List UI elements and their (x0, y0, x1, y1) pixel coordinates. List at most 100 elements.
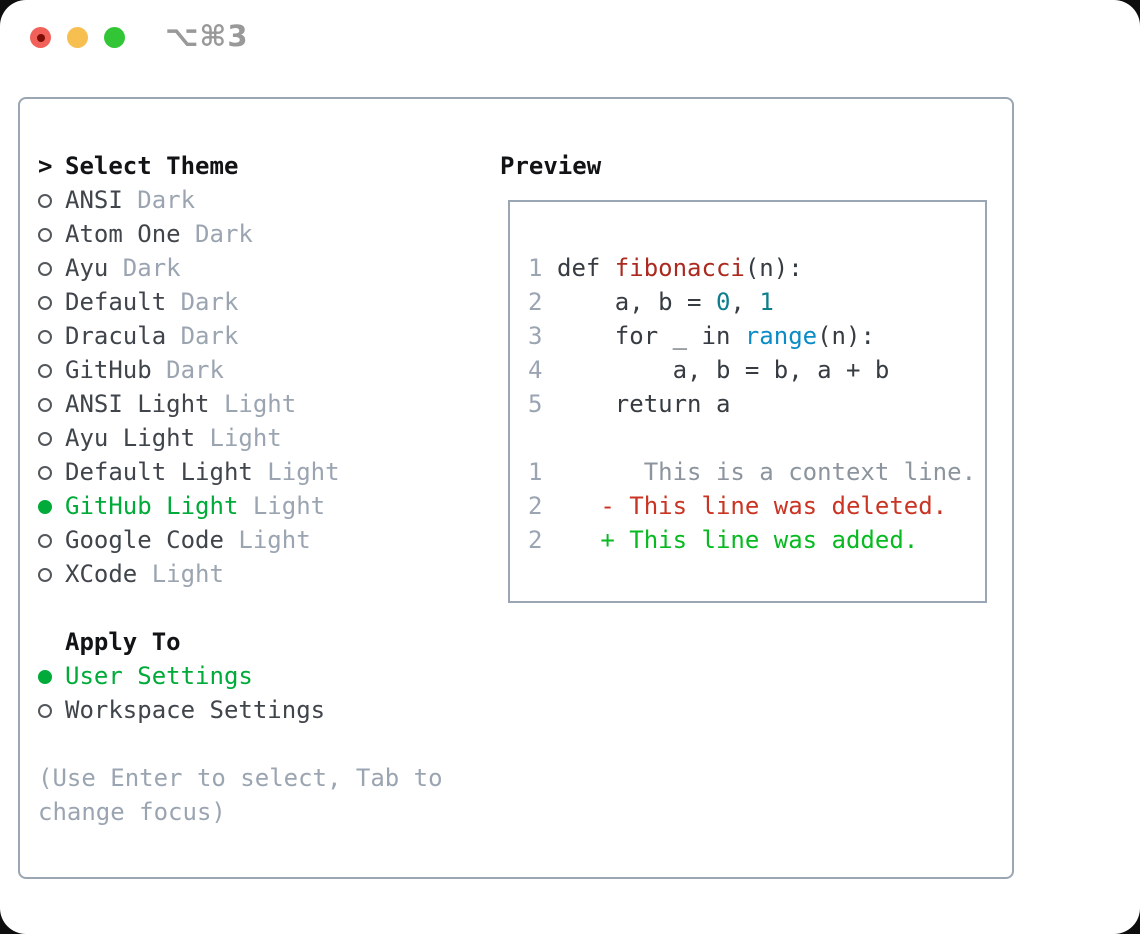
theme-option[interactable]: Google Code Light (38, 523, 443, 557)
code-content: + This line was added. (557, 523, 918, 557)
theme-variant: Light (252, 458, 340, 486)
code-line: 3 for _ in range(n): (528, 319, 985, 353)
lead-cell (38, 625, 65, 659)
radio-icon-cell (38, 319, 65, 353)
code-token-plain: for _ in (557, 322, 745, 350)
theme-option[interactable]: Ayu Dark (38, 251, 443, 285)
help-text-line: change focus) (38, 798, 226, 826)
code-content: def fibonacci(n): (557, 251, 803, 285)
apply-option-name: User Settings (65, 662, 253, 690)
code-content: This is a context line. (557, 455, 976, 489)
theme-option[interactable]: GitHub Dark (38, 353, 443, 387)
radio-icon-cell (38, 183, 65, 217)
theme-variant: Light (223, 526, 311, 554)
minimize-button[interactable] (67, 27, 88, 48)
theme-name: Google Code (65, 526, 224, 554)
theme-option[interactable]: GitHub Light Light (38, 489, 443, 523)
code-line: 5 return a (528, 387, 985, 421)
theme-variant: Dark (151, 356, 224, 384)
radio-icon (38, 295, 52, 310)
theme-variant: Dark (122, 186, 196, 214)
radio-icon (38, 669, 52, 684)
radio-icon (38, 465, 52, 480)
theme-name: ANSI (65, 186, 123, 214)
radio-icon (38, 431, 52, 446)
window-title: ⌥⌘3 (165, 19, 249, 53)
apply-to-heading: Apply To (65, 628, 181, 656)
titlebar: ⌥⌘3 (0, 0, 1140, 74)
apply-option-name: Workspace Settings (65, 696, 326, 724)
code-token-numlit: 0 (715, 288, 731, 316)
theme-name: Atom One (65, 220, 181, 248)
theme-option[interactable]: XCode Light (38, 557, 443, 591)
theme-option[interactable]: Ayu Light Light (38, 421, 443, 455)
code-line: 1 def fibonacci(n): (528, 251, 985, 285)
cursor-icon-cell: > (38, 149, 65, 183)
radio-icon-cell (38, 421, 65, 455)
theme-option[interactable]: Default Light Light (38, 455, 443, 489)
radio-icon-cell (38, 217, 65, 251)
code-token-plain: a, b = b, a + b (557, 356, 890, 384)
line-number: 2 (528, 526, 543, 554)
radio-icon (38, 363, 52, 378)
cursor-icon: > (38, 152, 53, 180)
theme-variant: Dark (166, 288, 239, 316)
radio-icon-cell (38, 285, 65, 319)
theme-variant: Light (195, 424, 282, 452)
theme-option[interactable]: ANSI Dark (38, 183, 443, 217)
line-number: 5 (528, 390, 543, 418)
line-number: 2 (528, 492, 543, 520)
theme-variant: Light (238, 492, 326, 520)
apply-to-option[interactable]: User Settings (38, 659, 443, 693)
spacer (38, 591, 443, 625)
unsaved-dot-icon (36, 33, 45, 42)
radio-icon (38, 193, 52, 208)
radio-icon-cell (38, 387, 65, 421)
theme-name: Dracula (65, 322, 167, 350)
code-line: 4 a, b = b, a + b (528, 353, 985, 387)
theme-variant: Dark (166, 322, 239, 350)
radio-icon (38, 397, 52, 412)
help-text-line: (Use Enter to select, Tab to (38, 764, 443, 792)
theme-name: Ayu Light (65, 424, 196, 452)
line-number: 3 (528, 322, 543, 350)
radio-icon-cell (38, 353, 65, 387)
code-token-plain: def (557, 254, 615, 282)
code-content: a, b = 0, 1 (557, 285, 774, 319)
radio-icon-cell (38, 455, 65, 489)
theme-list-header: > Select Theme (38, 149, 443, 183)
code-token-builtin: range (744, 322, 818, 350)
code-token-plain: a, b = (557, 288, 716, 316)
code-token-context: This is a context line. (557, 458, 977, 486)
code-token-deleted: - This line was deleted. (557, 492, 948, 520)
line-number: 4 (528, 356, 543, 384)
theme-list-heading: Select Theme (65, 152, 239, 180)
radio-icon-cell (38, 489, 65, 523)
theme-option[interactable]: Dracula Dark (38, 319, 443, 353)
zoom-button[interactable] (104, 27, 125, 48)
code-line: 1 This is a context line. (528, 455, 985, 489)
line-number: 1 (528, 254, 543, 282)
radio-icon-cell (38, 523, 65, 557)
apply-to-option[interactable]: Workspace Settings (38, 693, 443, 727)
theme-variant: Light (137, 560, 224, 588)
code-token-numlit: 1 (759, 288, 774, 316)
code-token-plain: (n): (744, 254, 803, 282)
radio-icon (38, 703, 52, 718)
radio-icon (38, 261, 52, 276)
theme-option[interactable]: Default Dark (38, 285, 443, 319)
line-number (528, 421, 543, 455)
theme-name: Ayu (65, 254, 109, 282)
code-line: 2 + This line was added. (528, 523, 985, 557)
theme-option[interactable]: Atom One Dark (38, 217, 443, 251)
theme-name: GitHub (65, 356, 152, 384)
radio-icon (38, 329, 52, 344)
close-button[interactable] (30, 27, 51, 48)
code-content: return a (557, 387, 731, 421)
apply-to-header: Apply To (38, 625, 443, 659)
code-line: 2 a, b = 0, 1 (528, 285, 985, 319)
theme-option[interactable]: ANSI Light Light (38, 387, 443, 421)
